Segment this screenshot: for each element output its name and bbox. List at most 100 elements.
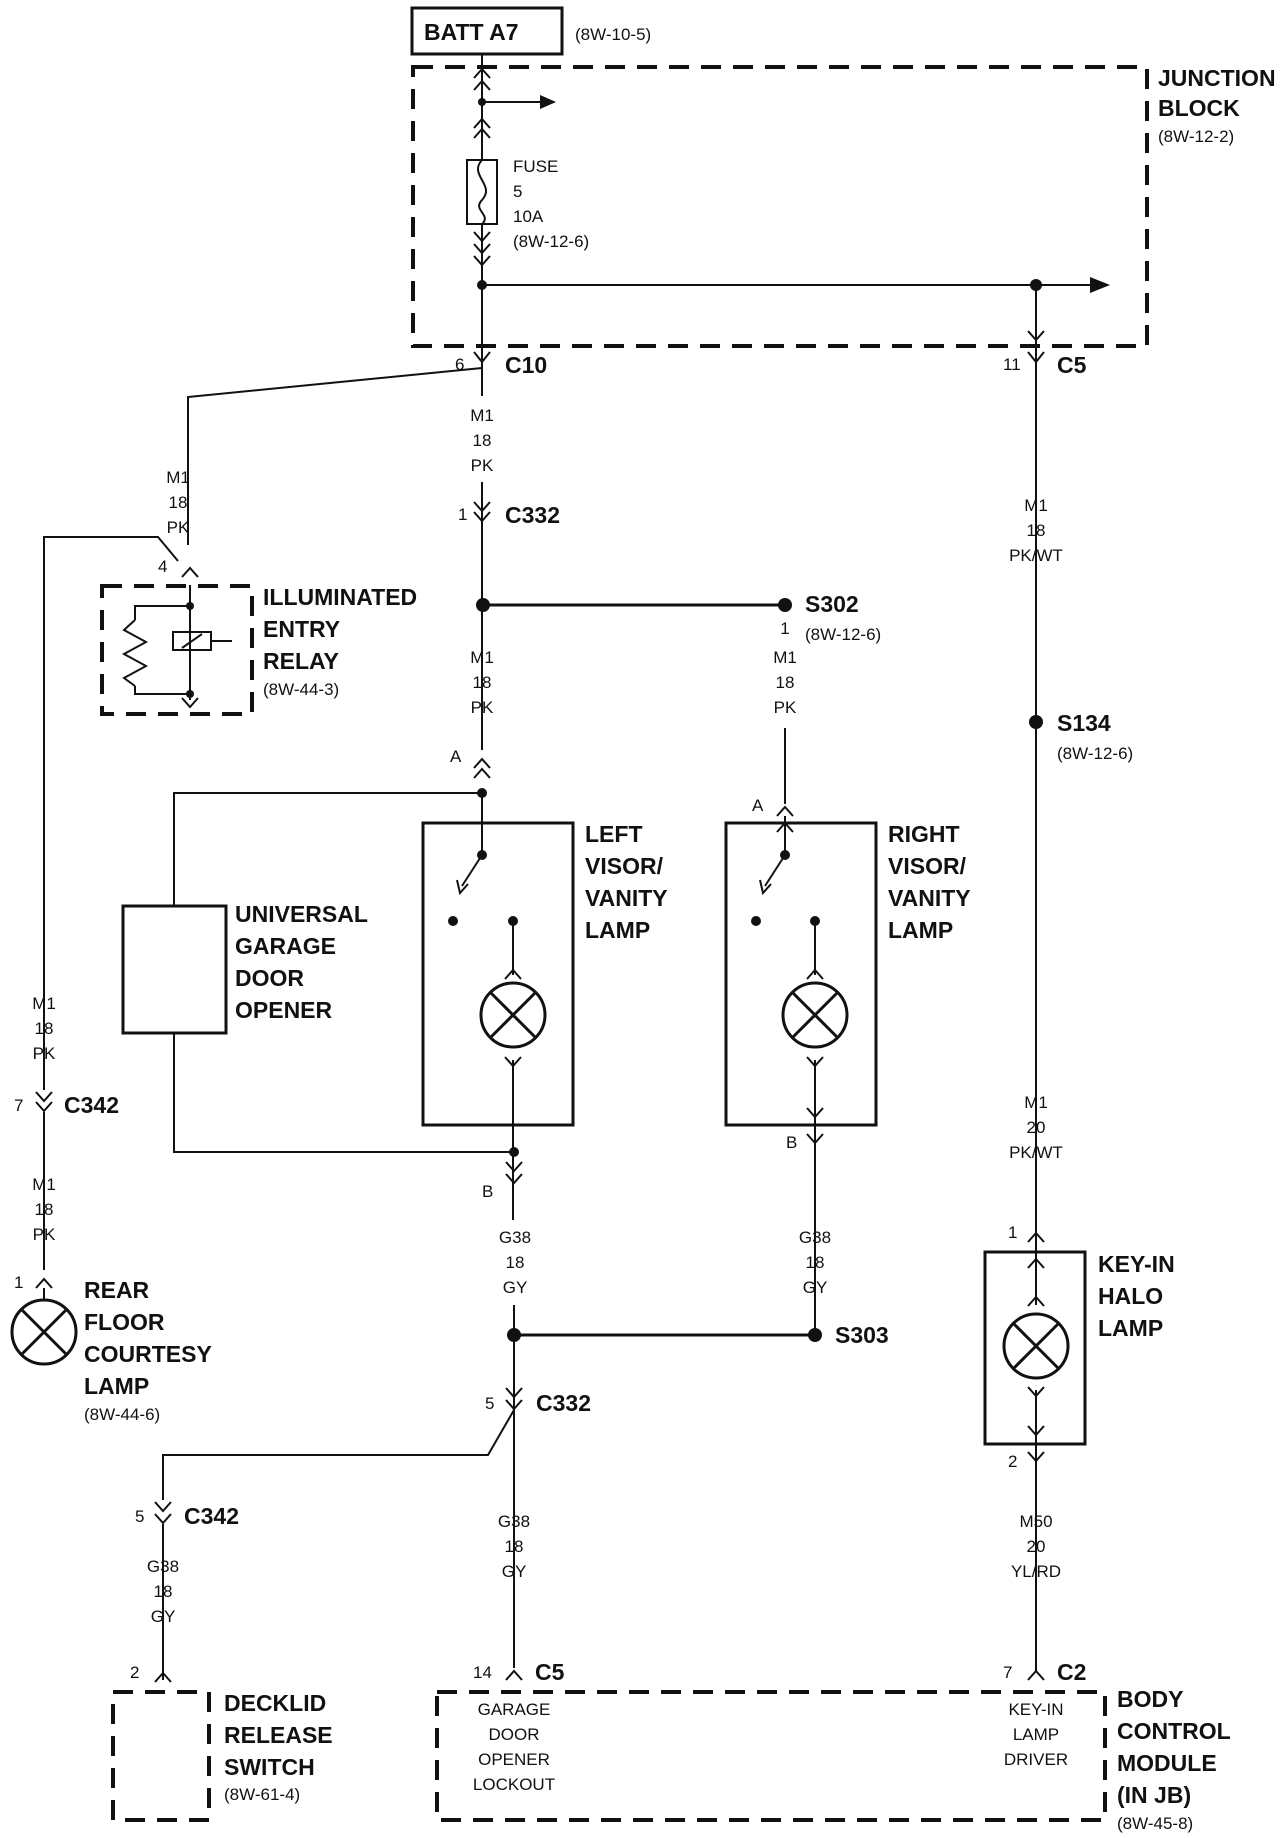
junction-block-ref: (8W-12-2) bbox=[1158, 127, 1234, 146]
bcm-garage-1: GARAGE bbox=[478, 1700, 551, 1719]
fuse-ref: (8W-12-6) bbox=[513, 232, 589, 251]
c342-top-label: C342 bbox=[64, 1092, 119, 1118]
halo-pin-1: 1 bbox=[1008, 1223, 1017, 1242]
wire-center-5: 18 bbox=[473, 673, 492, 692]
bcm-label-1: BODY bbox=[1117, 1686, 1183, 1712]
wire-decklid-3: GY bbox=[151, 1607, 176, 1626]
halo-label-3: LAMP bbox=[1098, 1315, 1163, 1341]
relay-label-3: RELAY bbox=[263, 648, 339, 674]
s303-label: S303 bbox=[835, 1322, 889, 1348]
wire-center-3: PK bbox=[471, 456, 494, 475]
bcm-label-2: CONTROL bbox=[1117, 1718, 1231, 1744]
key-in-halo-lamp: 2 KEY-IN HALO LAMP M50 20 YL/RD bbox=[983, 1250, 1175, 1681]
wire-s302-2: 18 bbox=[776, 673, 795, 692]
right-visor-label-4: LAMP bbox=[888, 917, 953, 943]
rear-lamp-label-3: COURTESY bbox=[84, 1341, 212, 1367]
wire-g38-left-2: 18 bbox=[506, 1253, 525, 1272]
wire-pkwt-upper-1: M1 bbox=[1024, 496, 1048, 515]
c332-top-pin: 1 bbox=[458, 505, 467, 524]
wire-center-4: M1 bbox=[470, 648, 494, 667]
c5-bottom-pin: 14 bbox=[473, 1663, 492, 1682]
bcm-outline bbox=[435, 1690, 1107, 1822]
left-visor-vanity-lamp: B LEFT VISOR/ VANITY LAMP bbox=[421, 793, 668, 1220]
fuse-label: FUSE bbox=[513, 157, 558, 176]
wire-decklid-1: G38 bbox=[147, 1557, 179, 1576]
junction-block: JUNCTION BLOCK (8W-12-2) bbox=[411, 65, 1276, 348]
wire-relay-feed-1: M1 bbox=[166, 468, 190, 487]
junction-block-outline bbox=[411, 65, 1149, 348]
main-feed: FUSE 5 10A (8W-12-6) bbox=[466, 54, 1110, 1258]
right-visor-box bbox=[724, 821, 878, 1127]
garage-label-1: UNIVERSAL bbox=[235, 901, 368, 927]
wire-g38-left-1: G38 bbox=[499, 1228, 531, 1247]
s302-pin: 1 bbox=[780, 619, 789, 638]
rear-lamp-label-1: REAR bbox=[84, 1277, 150, 1303]
c5-top-pin: 11 bbox=[1003, 355, 1021, 374]
body-control-module: 14 C5 7 C2 GARAGE DOOR OPENER LOCKOUT KE… bbox=[435, 1659, 1231, 1833]
halo-circuit: M1 18 PK/WT S134 (8W-12-6) M1 20 PK/WT 1 bbox=[1008, 496, 1133, 1243]
garage-label-4: OPENER bbox=[235, 997, 333, 1023]
bcm-garage-3: OPENER bbox=[478, 1750, 550, 1769]
batt-ref: (8W-10-5) bbox=[575, 25, 651, 44]
wire-pkwt-upper-3: PK/WT bbox=[1009, 546, 1063, 565]
s302-ref: (8W-12-6) bbox=[805, 625, 881, 644]
c342-bottom-pin: 5 bbox=[135, 1507, 144, 1526]
wire-g38-left-3: GY bbox=[503, 1278, 528, 1297]
junction-block-title-1: JUNCTION bbox=[1158, 65, 1276, 91]
rear-lamp-ref: (8W-44-6) bbox=[84, 1405, 160, 1424]
decklid-label-2: RELEASE bbox=[224, 1722, 333, 1748]
relay-pin: 4 bbox=[158, 557, 167, 576]
left-visor-label-2: VISOR/ bbox=[585, 853, 664, 879]
wire-g38-right-1: G38 bbox=[799, 1228, 831, 1247]
c342-top-pin: 7 bbox=[14, 1096, 23, 1115]
wire-m50-2: 20 bbox=[1027, 1537, 1046, 1556]
halo-bulb-icon bbox=[1002, 1312, 1070, 1380]
wire-rear-5: 18 bbox=[35, 1200, 54, 1219]
bcm-garage-4: LOCKOUT bbox=[473, 1775, 555, 1794]
wire-g38-right-3: GY bbox=[803, 1278, 828, 1297]
c2-pin: 7 bbox=[1003, 1663, 1012, 1682]
right-visor-pin-b: B bbox=[786, 1133, 797, 1152]
s302-label: S302 bbox=[805, 591, 859, 617]
wire-relay-feed-2: 18 bbox=[169, 493, 188, 512]
wire-s302-1: M1 bbox=[773, 648, 797, 667]
wire-g38-center-1: G38 bbox=[498, 1512, 530, 1531]
right-visor-switch-icon bbox=[764, 854, 786, 887]
junction-block-title-2: BLOCK bbox=[1158, 95, 1240, 121]
wire-rear-1: M1 bbox=[32, 994, 56, 1013]
illuminated-entry-relay: ILLUMINATED ENTRY RELAY (8W-44-3) bbox=[100, 584, 417, 716]
garage-label-2: GARAGE bbox=[235, 933, 336, 959]
fuse-rating: 10A bbox=[513, 207, 544, 226]
right-visor-pin-a: A bbox=[752, 796, 764, 815]
wire-pkwt-upper-2: 18 bbox=[1027, 521, 1046, 540]
left-visor-pin-a: A bbox=[450, 747, 462, 766]
wire-center-6: PK bbox=[471, 698, 494, 717]
rear-lamp-pin: 1 bbox=[14, 1273, 23, 1292]
wire-rear-3: PK bbox=[33, 1044, 56, 1063]
connector-c10: 6 C10 bbox=[455, 351, 547, 378]
wire-rear-4: M1 bbox=[32, 1175, 56, 1194]
wire-g38-center-3: GY bbox=[502, 1562, 527, 1581]
decklid-label-1: DECKLID bbox=[224, 1690, 326, 1716]
left-visor-bulb-icon bbox=[479, 981, 547, 1049]
universal-garage-door-opener: UNIVERSAL GARAGE DOOR OPENER bbox=[121, 788, 514, 1153]
s134-label: S134 bbox=[1057, 710, 1111, 736]
fuse-icon bbox=[476, 159, 488, 225]
garage-label-3: DOOR bbox=[235, 965, 304, 991]
bcm-label-4: (IN JB) bbox=[1117, 1782, 1191, 1808]
wire-pkwt-lower-2: 20 bbox=[1027, 1118, 1046, 1137]
bcm-label-3: MODULE bbox=[1117, 1750, 1217, 1776]
decklid-release-switch: 5 C342 G38 18 GY 2 DECKLID RELEASE SWITC… bbox=[111, 1501, 333, 1822]
wire-rear-lamp: M1 18 PK 7 C342 M1 18 PK 1 bbox=[14, 536, 179, 1300]
c332-bottom-pin: 5 bbox=[485, 1394, 494, 1413]
wire-relay-feed: M1 18 PK 4 bbox=[158, 362, 483, 578]
rear-lamp-label-4: LAMP bbox=[84, 1373, 149, 1399]
wire-g38-center-2: 18 bbox=[505, 1537, 524, 1556]
relay-label-1: ILLUMINATED bbox=[263, 584, 417, 610]
left-visor-switch-icon bbox=[461, 854, 483, 887]
c332-bottom-label: C332 bbox=[536, 1390, 591, 1416]
bcm-ref: (8W-45-8) bbox=[1117, 1814, 1193, 1833]
bcm-keyin-1: KEY-IN bbox=[1008, 1700, 1063, 1719]
wire-center-upper: M1 18 PK 1 C332 M1 18 PK A bbox=[450, 406, 792, 779]
